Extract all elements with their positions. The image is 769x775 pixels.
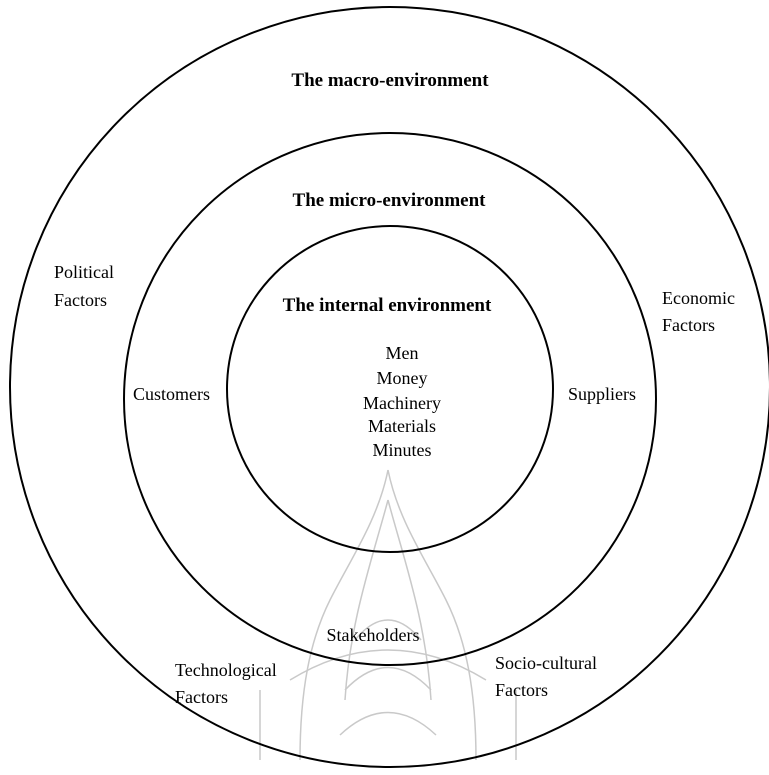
economic-factors-line2: Factors	[662, 315, 715, 335]
internal-item-machinery: Machinery	[363, 393, 441, 413]
micro-environment-ring	[123, 132, 657, 666]
internal-item-minutes: Minutes	[372, 440, 431, 460]
internal-item-men: Men	[386, 343, 419, 363]
economic-factors-line1: Economic	[662, 288, 735, 308]
micro-environment-title: The micro-environment	[293, 190, 487, 211]
customers-label: Customers	[133, 384, 210, 404]
socio-cultural-factors: Socio-cultural Factors	[495, 653, 597, 700]
economic-factors: Economic Factors	[662, 288, 735, 335]
socio-cultural-factors-line2: Factors	[495, 680, 548, 700]
political-factors-line2: Factors	[54, 290, 107, 310]
technological-factors-line1: Technological	[175, 660, 277, 680]
internal-environment-title: The internal environment	[283, 295, 492, 316]
macro-environment-ring	[9, 6, 769, 768]
technological-factors: Technological Factors	[175, 660, 277, 707]
political-factors-line1: Political	[54, 262, 114, 282]
internal-item-materials: Materials	[368, 416, 436, 436]
macro-environment-title: The macro-environment	[291, 70, 489, 91]
watermark-emblem	[259, 469, 517, 761]
internal-environment-circle	[226, 225, 554, 553]
suppliers-label: Suppliers	[568, 384, 636, 404]
stakeholders-label: Stakeholders	[327, 625, 420, 645]
internal-items: Men Money Machinery Materials Minutes	[363, 343, 441, 460]
internal-item-money: Money	[377, 368, 428, 388]
political-factors: Political Factors	[54, 262, 114, 310]
socio-cultural-factors-line1: Socio-cultural	[495, 653, 597, 673]
technological-factors-line2: Factors	[175, 687, 228, 707]
